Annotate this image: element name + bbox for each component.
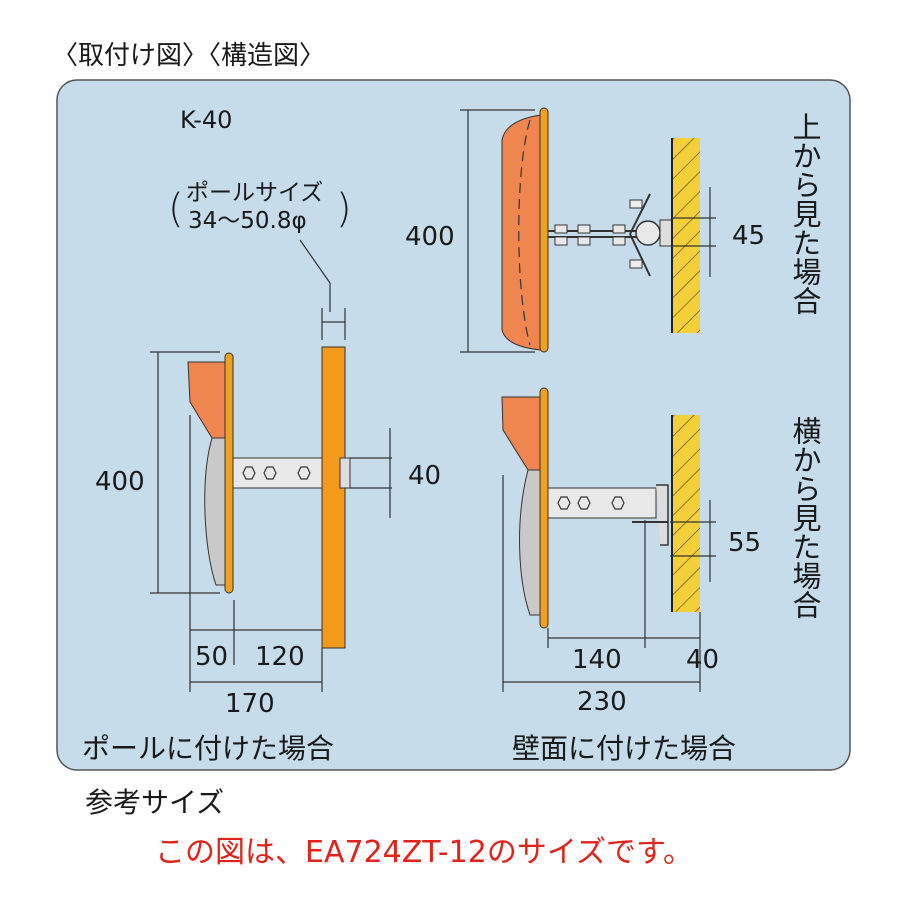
wall-mount-caption: 壁面に付けた場合 (512, 732, 736, 765)
pole-size-label: ポールサイズ (186, 180, 323, 206)
pole-mount-drawing: 400 40 50 120 170 (95, 346, 441, 719)
mirror-depth-dim: 50 (195, 642, 228, 672)
top-height-dim: 400 (405, 222, 455, 252)
pole-mount-caption: ポールに付けた場合 (82, 732, 334, 765)
clamp (339, 457, 351, 489)
side-view-label: 横から見た場合 (788, 416, 822, 619)
top-clamp-dim: 45 (732, 221, 765, 251)
pole-clamp-dim: 40 (408, 461, 441, 491)
bracket-arm (232, 457, 334, 489)
mirror-rim (224, 352, 234, 594)
diagram-panel (56, 79, 851, 771)
pole-size-range: 34～50.8φ (188, 208, 307, 234)
side-depth-dim: 140 (572, 645, 622, 675)
pole-cross-section (635, 220, 661, 246)
wall-section (672, 138, 700, 333)
size-note: この図は、EA724ZT-12のサイズです。 (155, 835, 693, 870)
mirror-lens (204, 437, 227, 586)
model-label: K-40 (180, 106, 232, 134)
side-view-drawing: 55 140 40 230 (501, 387, 761, 717)
open-paren: ( (168, 186, 184, 232)
pole-height-dim: 400 (95, 467, 145, 497)
pole (321, 346, 346, 649)
side-wall-dim: 40 (686, 645, 719, 675)
pole-size-note: ( ポールサイズ 34～50.8φ ) (168, 180, 352, 340)
side-total-dim: 230 (577, 687, 627, 717)
arm-length-dim: 120 (255, 642, 305, 672)
mirror-body (501, 114, 542, 351)
pole-total-dim: 170 (225, 689, 275, 719)
top-view-drawing: 400 45 (405, 107, 765, 353)
reference-size-label: 参考サイズ (85, 786, 224, 819)
heading: 〈取付け図〉〈構造図〉 (52, 41, 325, 71)
close-paren: ) (336, 186, 352, 232)
top-view-label: 上から見た場合 (788, 112, 822, 315)
side-clamp-dim: 55 (728, 528, 761, 558)
leader-line (299, 239, 331, 312)
